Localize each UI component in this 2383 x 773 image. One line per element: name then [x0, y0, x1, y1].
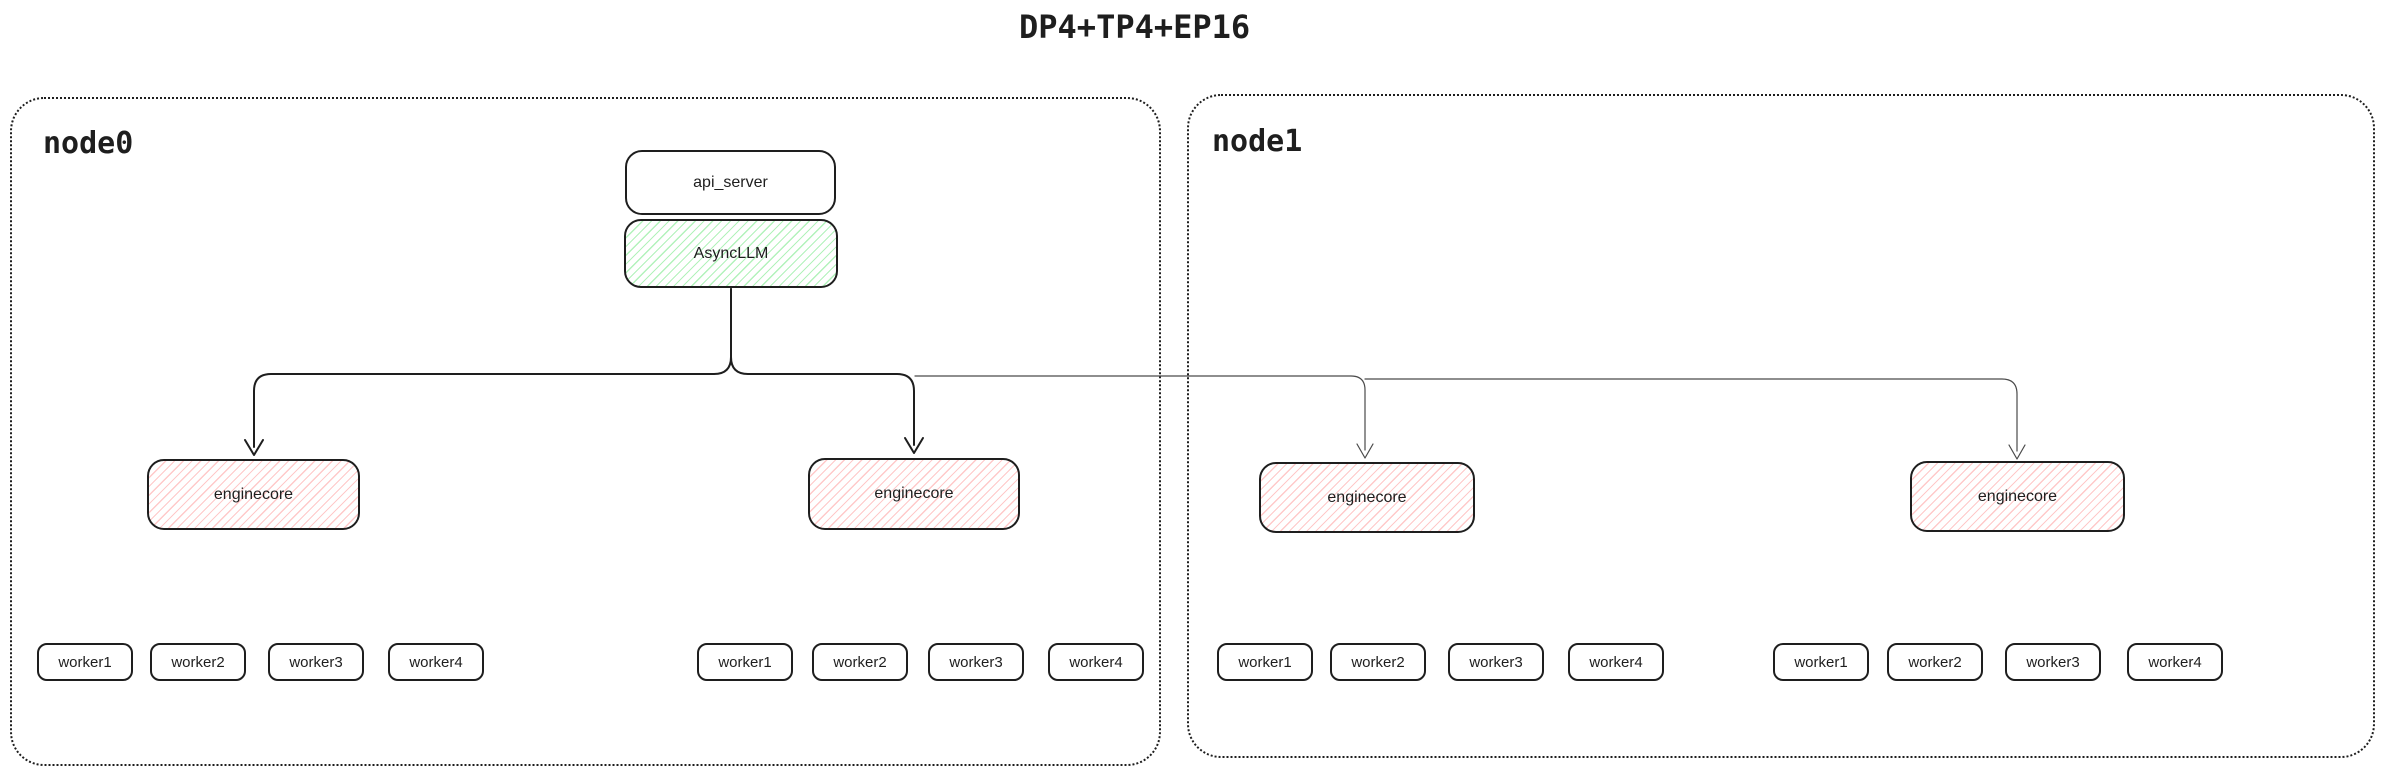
worker-label: worker1	[1794, 653, 1848, 671]
worker-box: worker2	[812, 643, 908, 681]
worker-label: worker4	[2148, 653, 2202, 671]
node1-label: node1	[1212, 124, 1303, 159]
node0-label: node0	[43, 126, 134, 161]
enginecore4-label: enginecore	[1977, 487, 2058, 505]
worker-box: worker2	[1330, 643, 1426, 681]
worker-label: worker3	[949, 653, 1003, 671]
worker-box: worker2	[150, 643, 246, 681]
worker-box: worker1	[37, 643, 133, 681]
worker-box: worker4	[388, 643, 484, 681]
worker-label: worker1	[1238, 653, 1292, 671]
enginecore3-label: enginecore	[1327, 488, 1407, 506]
asyncllm-box: AsyncLLM	[624, 219, 838, 288]
enginecore2-box: enginecore	[808, 458, 1020, 530]
enginecore3-box: enginecore	[1259, 462, 1475, 533]
worker-box: worker3	[928, 643, 1024, 681]
enginecore2-label: enginecore	[874, 485, 954, 502]
worker-label: worker2	[1908, 653, 1962, 671]
diagram-title: DP4+TP4+EP16	[1019, 8, 1251, 46]
worker-label: worker2	[171, 653, 225, 671]
worker-box: worker2	[1887, 643, 1983, 681]
worker-box: worker3	[268, 643, 364, 681]
worker-box: worker3	[1448, 643, 1544, 681]
enginecore1-label: enginecore	[213, 485, 294, 503]
worker-box: worker1	[1217, 643, 1313, 681]
worker-label: worker4	[1069, 653, 1123, 671]
api-server-label: api_server	[693, 173, 768, 191]
worker-box: worker4	[1568, 643, 1664, 681]
worker-box: worker3	[2005, 643, 2101, 681]
worker-label: worker4	[1589, 653, 1643, 671]
worker-label: worker3	[289, 653, 343, 671]
enginecore4-box: enginecore	[1910, 461, 2125, 532]
worker-box: worker1	[697, 643, 793, 681]
worker-label: worker2	[833, 653, 887, 671]
enginecore1-box: enginecore	[147, 459, 360, 530]
api-server-box: api_server	[625, 150, 836, 215]
worker-label: worker3	[1469, 653, 1523, 671]
worker-label: worker4	[409, 653, 463, 671]
worker-label: worker1	[718, 653, 772, 671]
worker-box: worker1	[1773, 643, 1869, 681]
worker-label: worker3	[2026, 653, 2080, 671]
worker-box: worker4	[2127, 643, 2223, 681]
worker-label: worker1	[58, 653, 112, 671]
worker-box: worker4	[1048, 643, 1144, 681]
worker-label: worker2	[1351, 653, 1405, 671]
asyncllm-label: AsyncLLM	[693, 244, 769, 262]
